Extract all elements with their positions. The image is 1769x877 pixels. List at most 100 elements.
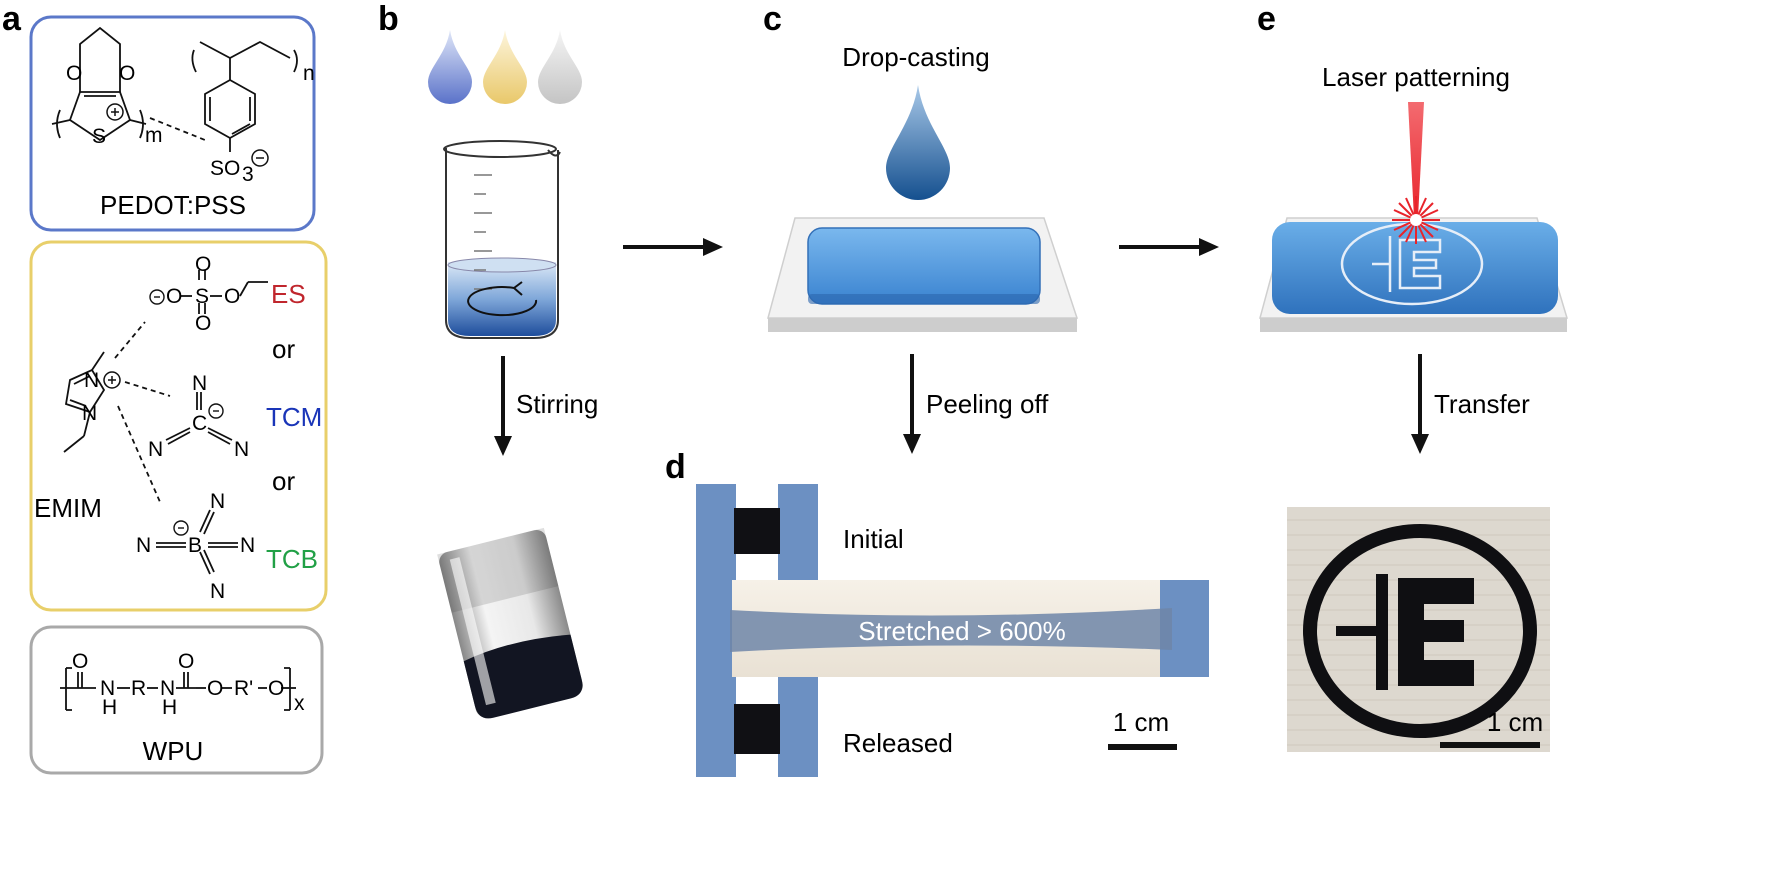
- pss-minus-charge: [251, 149, 269, 167]
- arrow-down-stirring: [494, 356, 512, 456]
- arrow-right-2: [1119, 238, 1219, 256]
- emim-plus-charge: [103, 371, 121, 389]
- tcm-atom-c: C: [192, 412, 207, 435]
- panel-e: Laser patterning: [1259, 62, 1569, 752]
- es-atom-o2: O: [195, 253, 211, 276]
- tcm-anion-structure: [165, 392, 233, 445]
- wpu-n1: N: [100, 677, 115, 700]
- panel-d: Initial Stretched > 600% Released 1 cm: [696, 484, 1209, 777]
- tcm-atom-n2: N: [148, 438, 163, 461]
- panel-c: Drop-casting Peeling off: [767, 42, 1079, 454]
- wpu-o1: O: [72, 650, 88, 673]
- panel-letter-c: c: [763, 0, 782, 38]
- label-released: Released: [843, 728, 953, 758]
- tcb-anion-structure: [156, 509, 238, 575]
- emim-structure: [63, 321, 171, 503]
- pss-structure: [191, 40, 298, 152]
- wpu-structure: [60, 667, 296, 711]
- panel-letter-d: d: [665, 448, 686, 486]
- pss-subscript-n: n: [303, 62, 315, 85]
- wpu-r: R: [131, 677, 146, 700]
- arrow-right-1: [623, 238, 723, 256]
- label-transfer: Transfer: [1434, 389, 1530, 419]
- substrate-e: [1259, 196, 1569, 332]
- pss-so3-subscript: 3: [242, 163, 254, 186]
- es-atom-o1: O: [166, 285, 182, 308]
- pedot-caption: PEDOT:PSS: [100, 190, 246, 220]
- es-anion-structure: [180, 270, 268, 314]
- wpu-n2: N: [160, 677, 175, 700]
- drop-cast-film: [807, 227, 1041, 305]
- pedot-atom-s: S: [92, 125, 106, 148]
- wpu-h2: H: [162, 696, 177, 719]
- wpu-subscript-x: x: [294, 692, 305, 715]
- panel-letter-e: e: [1257, 0, 1276, 38]
- pedot-structure: [51, 26, 206, 142]
- pss-so3: SO: [210, 157, 240, 180]
- es-atom-s: S: [195, 285, 209, 308]
- vial-photo: [437, 527, 583, 719]
- tcb-atom-n3: N: [240, 534, 255, 557]
- laser-beam: [1408, 102, 1424, 218]
- photo-released: [696, 677, 818, 777]
- pedot-plus-charge: [106, 103, 124, 121]
- photo-stretched: Stretched > 600%: [696, 580, 1209, 677]
- label-drop-casting: Drop-casting: [842, 42, 989, 72]
- panel-b: Stirring: [428, 30, 598, 719]
- or-label-2: or: [272, 466, 295, 496]
- es-minus-charge: [149, 289, 165, 305]
- tcb-atom-n1: N: [210, 490, 225, 513]
- tcb-minus-charge: [173, 520, 189, 536]
- anion-label-es: ES: [271, 279, 306, 309]
- wpu-o4: O: [268, 677, 284, 700]
- tcm-atom-n1: N: [192, 372, 207, 395]
- scale-bar-d: [1108, 744, 1177, 750]
- photo-initial: [696, 484, 818, 580]
- emim-label: EMIM: [34, 493, 102, 523]
- wpu-caption: WPU: [143, 736, 204, 766]
- beaker-icon: [443, 140, 561, 339]
- stirring-arrow-icon: [467, 286, 538, 317]
- scale-label-d: 1 cm: [1113, 707, 1169, 737]
- pedot-pss-box: O O S m n SO 3 PEDOT:PSS: [29, 15, 316, 232]
- or-label-1: or: [272, 334, 295, 364]
- wpu-o2: O: [178, 650, 194, 673]
- wpu-box: O N H R N H O O R' O x WPU: [29, 625, 324, 775]
- anion-label-tcb: TCB: [266, 544, 318, 574]
- ionic-liquid-box: N N EMIM O S O O O ES or: [29, 240, 328, 612]
- tcm-atom-n3: N: [234, 438, 249, 461]
- wpu-h1: H: [102, 696, 117, 719]
- pedot-subscript-m: m: [145, 124, 163, 147]
- scale-label-e: 1 cm: [1487, 707, 1543, 737]
- es-atom-o3: O: [195, 312, 211, 335]
- droplet-yellow: [483, 30, 527, 104]
- anion-label-tcm: TCM: [266, 402, 322, 432]
- tcb-atom-n2: N: [136, 534, 151, 557]
- panel-letter-b: b: [378, 0, 399, 38]
- label-stirring: Stirring: [516, 389, 598, 419]
- arrow-down-peeling: [903, 354, 921, 454]
- pedot-atom-o2: O: [119, 62, 135, 85]
- droplet-blue: [428, 30, 472, 104]
- label-laser-patterning: Laser patterning: [1322, 62, 1510, 92]
- substrate-c: [767, 217, 1079, 332]
- tcb-atom-b: B: [188, 534, 202, 557]
- pedot-atom-o1: O: [66, 62, 82, 85]
- tcb-atom-n4: N: [210, 580, 225, 603]
- photo-transferred-pattern: 1 cm: [1287, 507, 1550, 752]
- emim-atom-n2: N: [82, 402, 97, 425]
- droplet-gray: [538, 30, 582, 104]
- panel-letter-a: a: [2, 0, 22, 38]
- label-stretched: Stretched > 600%: [858, 616, 1065, 646]
- label-peeling-off: Peeling off: [926, 389, 1049, 419]
- tcm-minus-charge: [208, 403, 224, 419]
- label-initial: Initial: [843, 524, 904, 554]
- wpu-o3: O: [207, 677, 223, 700]
- es-atom-o4: O: [224, 285, 240, 308]
- droplet-drop-casting: [886, 85, 950, 200]
- arrow-down-transfer: [1411, 354, 1429, 454]
- emim-atom-n1: N: [84, 369, 99, 392]
- scale-bar-e: [1440, 742, 1540, 748]
- wpu-rprime: R': [234, 677, 253, 700]
